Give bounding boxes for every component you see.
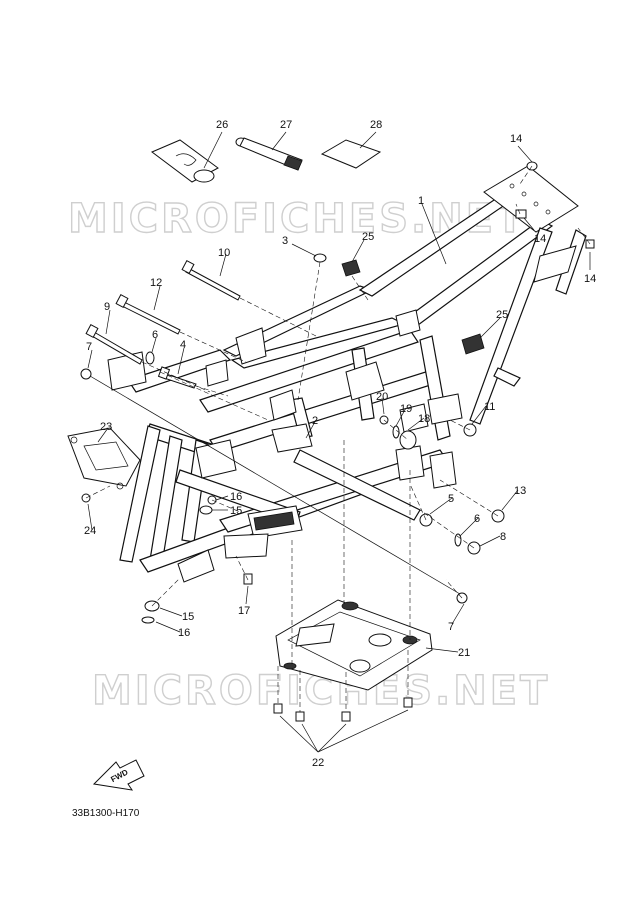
callout-27: 27 [280, 119, 292, 131]
collar-15-upper[interactable] [199, 505, 213, 515]
diagram-code: 33B1300-H170 [72, 808, 140, 819]
callout-13: 13 [514, 485, 526, 497]
callout-15-upper: 15 [230, 505, 242, 517]
fwd-arrow-icon: FWD [92, 759, 145, 791]
callout-4: 4 [180, 339, 186, 351]
cap-14-mid[interactable] [515, 209, 527, 219]
callout-7-left: 7 [86, 341, 92, 353]
callout-16-lower: 16 [178, 627, 190, 639]
callout-21: 21 [458, 647, 470, 659]
bolts-22[interactable] [273, 697, 413, 722]
callout-26: 26 [216, 119, 228, 131]
bolt-9[interactable] [85, 324, 143, 365]
washer-6-left[interactable] [145, 351, 155, 365]
nut-7-left[interactable] [80, 368, 92, 380]
part-27-tool[interactable] [235, 137, 303, 171]
nut-3[interactable] [313, 253, 327, 263]
bolt-10[interactable] [181, 260, 241, 301]
callout-3: 3 [282, 235, 288, 247]
callout-8: 8 [500, 531, 506, 543]
callout-23: 23 [100, 421, 112, 433]
collar-18[interactable] [399, 430, 417, 450]
part-21-skid-plate[interactable] [275, 599, 433, 691]
callout-19: 19 [400, 403, 412, 415]
part-23-bracket[interactable] [67, 427, 141, 490]
part-28-manual[interactable] [320, 139, 382, 169]
callout-16-upper: 16 [230, 491, 242, 503]
callout-11: 11 [484, 401, 495, 413]
bolt-17[interactable] [243, 573, 253, 585]
callout-25-right: 25 [496, 309, 508, 321]
bolt-4[interactable] [157, 366, 197, 389]
callout-14-top: 14 [510, 133, 522, 145]
callout-7-right: 7 [448, 621, 454, 633]
washer-16-lower[interactable] [141, 616, 155, 624]
callout-14-right: 14 [584, 273, 596, 285]
callout-15-lower: 15 [182, 611, 194, 623]
callout-1: 1 [418, 195, 424, 207]
bushing-25-right[interactable] [461, 333, 485, 355]
bolt-12[interactable] [115, 294, 181, 335]
callout-17: 17 [238, 605, 250, 617]
callout-28: 28 [370, 119, 382, 131]
callout-5: 5 [448, 493, 454, 505]
callout-14-mid: 14 [534, 233, 546, 245]
callout-25-top: 25 [362, 231, 374, 243]
callout-2: 2 [312, 415, 318, 427]
callout-24: 24 [84, 525, 96, 537]
main-frame[interactable] [107, 165, 587, 583]
callout-6-left: 6 [152, 329, 158, 341]
washer-6-right[interactable] [454, 533, 462, 547]
callout-6-right: 6 [474, 513, 480, 525]
callout-10: 10 [218, 247, 230, 259]
callout-20: 20 [376, 391, 388, 403]
bushing-25-top[interactable] [341, 259, 361, 277]
callout-12: 12 [150, 277, 162, 289]
part-26-pouch[interactable] [151, 139, 219, 183]
callout-9: 9 [104, 301, 110, 313]
callout-22: 22 [312, 757, 324, 769]
callout-18: 18 [418, 413, 430, 425]
